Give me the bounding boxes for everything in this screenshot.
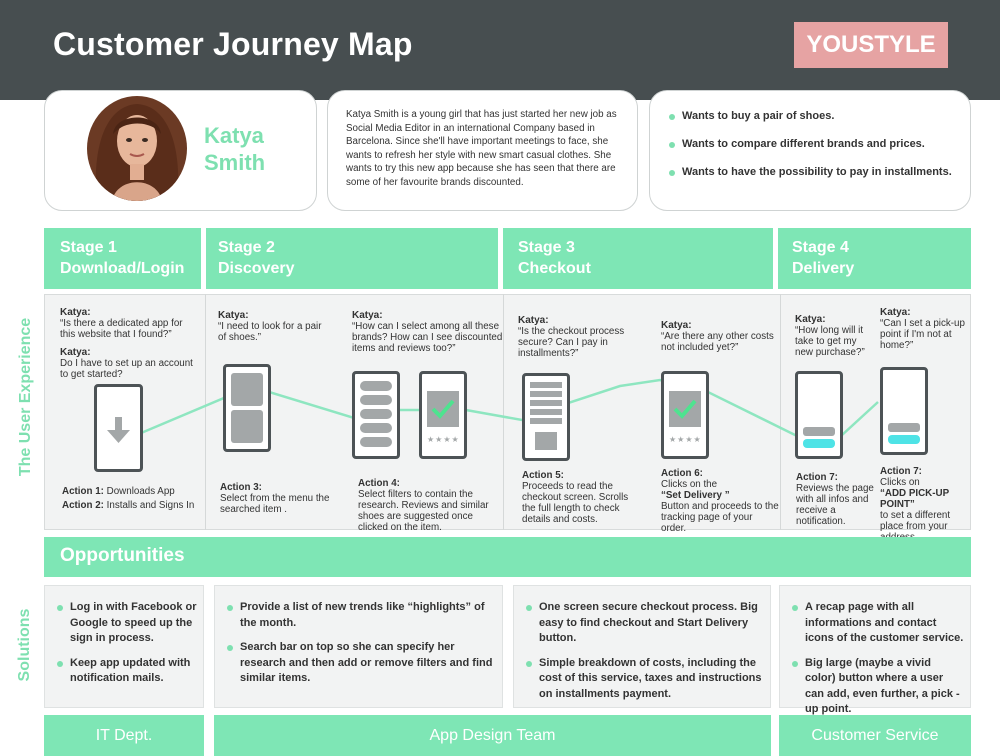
brand-logo: YOUSTYLE [794, 22, 948, 68]
action-item: Action 5:Proceeds to read the checkout s… [522, 470, 629, 525]
bullet-icon [227, 645, 233, 651]
goal-item: Wants to have the possibility to pay in … [667, 166, 967, 194]
stage-name: Delivery [792, 260, 855, 277]
solution-card: Log in with Facebook or Google to speed … [44, 585, 204, 708]
bullet-icon [57, 605, 63, 611]
bullet-icon [669, 142, 675, 148]
phone-mockup: ★★★★ [661, 371, 709, 459]
stage-divider [503, 294, 504, 530]
persona-first-name: Katya [204, 123, 264, 148]
action-item: Action 7:Reviews the page with all infos… [796, 472, 874, 527]
action-item: Action 4:Select filters to contain the r… [358, 478, 489, 533]
user-quote: Katya:“I need to look for a pair of shoe… [218, 310, 322, 343]
goal-item: Wants to buy a pair of shoes. [667, 110, 967, 138]
stage-download-login: Stage 1 Download/Login [44, 228, 201, 289]
stage-name: Checkout [518, 260, 591, 277]
user-quote: Katya:“Are there any other costs not inc… [661, 320, 774, 353]
stage-name: Download/Login [60, 260, 185, 277]
phone-mockup [522, 373, 570, 461]
action-item: Action 6:Clicks on the“Set Delivery ”But… [661, 468, 779, 534]
goals-list: Wants to buy a pair of shoes. Wants to c… [667, 110, 967, 194]
rating-stars: ★★★★ [669, 435, 702, 444]
action-item: Action 3:Select from the menu the search… [220, 482, 330, 515]
user-quote: Katya:“Can I set a pick-up point if I'm … [880, 307, 965, 351]
bullet-icon [669, 170, 675, 176]
stage-number: Stage 3 [518, 239, 575, 256]
user-quote: Katya:Do I have to set up an account to … [60, 347, 193, 380]
action-item: Action 1: Downloads App [62, 486, 175, 497]
persona-name: Katya Smith [204, 122, 265, 176]
user-quote: Katya:“Is the checkout process secure? C… [518, 315, 625, 359]
stage-delivery: Stage 4 Delivery [778, 228, 971, 289]
phone-mockup [880, 367, 928, 455]
solution-item: Simple breakdown of costs, including the… [524, 656, 764, 703]
solution-item: Big large (maybe a vivid color) button w… [790, 656, 964, 718]
phone-mockup [795, 371, 843, 459]
delivery-button [803, 439, 835, 448]
rating-stars: ★★★★ [427, 435, 460, 444]
persona-bio-card [327, 90, 638, 211]
department-it: IT Dept. [44, 715, 204, 756]
bullet-icon [227, 605, 233, 611]
stage-divider [780, 294, 781, 530]
persona-bio: Katya Smith is a young girl that has jus… [346, 109, 617, 188]
opportunities-header: Opportunities [44, 537, 971, 577]
solution-item: Log in with Facebook or Google to speed … [55, 600, 197, 647]
solution-item: One screen secure checkout process. Big … [524, 600, 764, 647]
action-item: Action 7:Clicks on“ADD PICK-UP POINT”to … [880, 466, 951, 543]
solution-item: Search bar on top so she can specify her… [225, 640, 496, 687]
solution-item: Provide a list of new trends like “highl… [225, 600, 496, 631]
user-quote: Katya:“Is there a dedicated app for this… [60, 307, 183, 340]
department-app-design: App Design Team [214, 715, 771, 756]
stage-discovery: Stage 2 Discovery [206, 228, 498, 289]
avatar [87, 96, 187, 201]
stage-number: Stage 1 [60, 239, 117, 256]
bullet-icon [669, 114, 675, 120]
bullet-icon [792, 605, 798, 611]
add-pickup-point-button [888, 435, 920, 444]
stage-number: Stage 2 [218, 239, 275, 256]
download-icon [107, 417, 130, 443]
stage-number: Stage 4 [792, 239, 849, 256]
persona-goals-card [649, 90, 971, 211]
stage-name: Discovery [218, 260, 295, 277]
user-quote: Katya:“How long will it take to get my n… [795, 314, 865, 358]
persona-last-name: Smith [204, 150, 266, 175]
solution-item: Keep app updated with notification mails… [55, 656, 197, 687]
stage-divider [205, 294, 206, 530]
solution-card: One screen secure checkout process. Big … [513, 585, 771, 708]
department-customer-service: Customer Service [779, 715, 971, 756]
stage-checkout: Stage 3 Checkout [503, 228, 773, 289]
solution-card: A recap page with all informations and c… [779, 585, 971, 715]
phone-mockup [352, 371, 400, 459]
solution-card: Provide a list of new trends like “highl… [214, 585, 503, 708]
bullet-icon [57, 660, 63, 667]
page-title: Customer Journey Map [53, 26, 413, 62]
bullet-icon [792, 660, 798, 667]
solution-item: A recap page with all informations and c… [790, 600, 964, 647]
solutions-label: Solutions [16, 608, 33, 682]
bullet-icon [526, 660, 532, 667]
goal-item: Wants to compare different brands and pr… [667, 138, 967, 166]
phone-mockup [223, 364, 271, 452]
action-item: Action 2: Installs and Signs In [62, 500, 195, 511]
phone-mockup: ★★★★ [419, 371, 467, 459]
bullet-icon [526, 605, 532, 611]
phone-mockup [94, 384, 143, 472]
user-quote: Katya:“How can I select among all these … [352, 310, 503, 354]
